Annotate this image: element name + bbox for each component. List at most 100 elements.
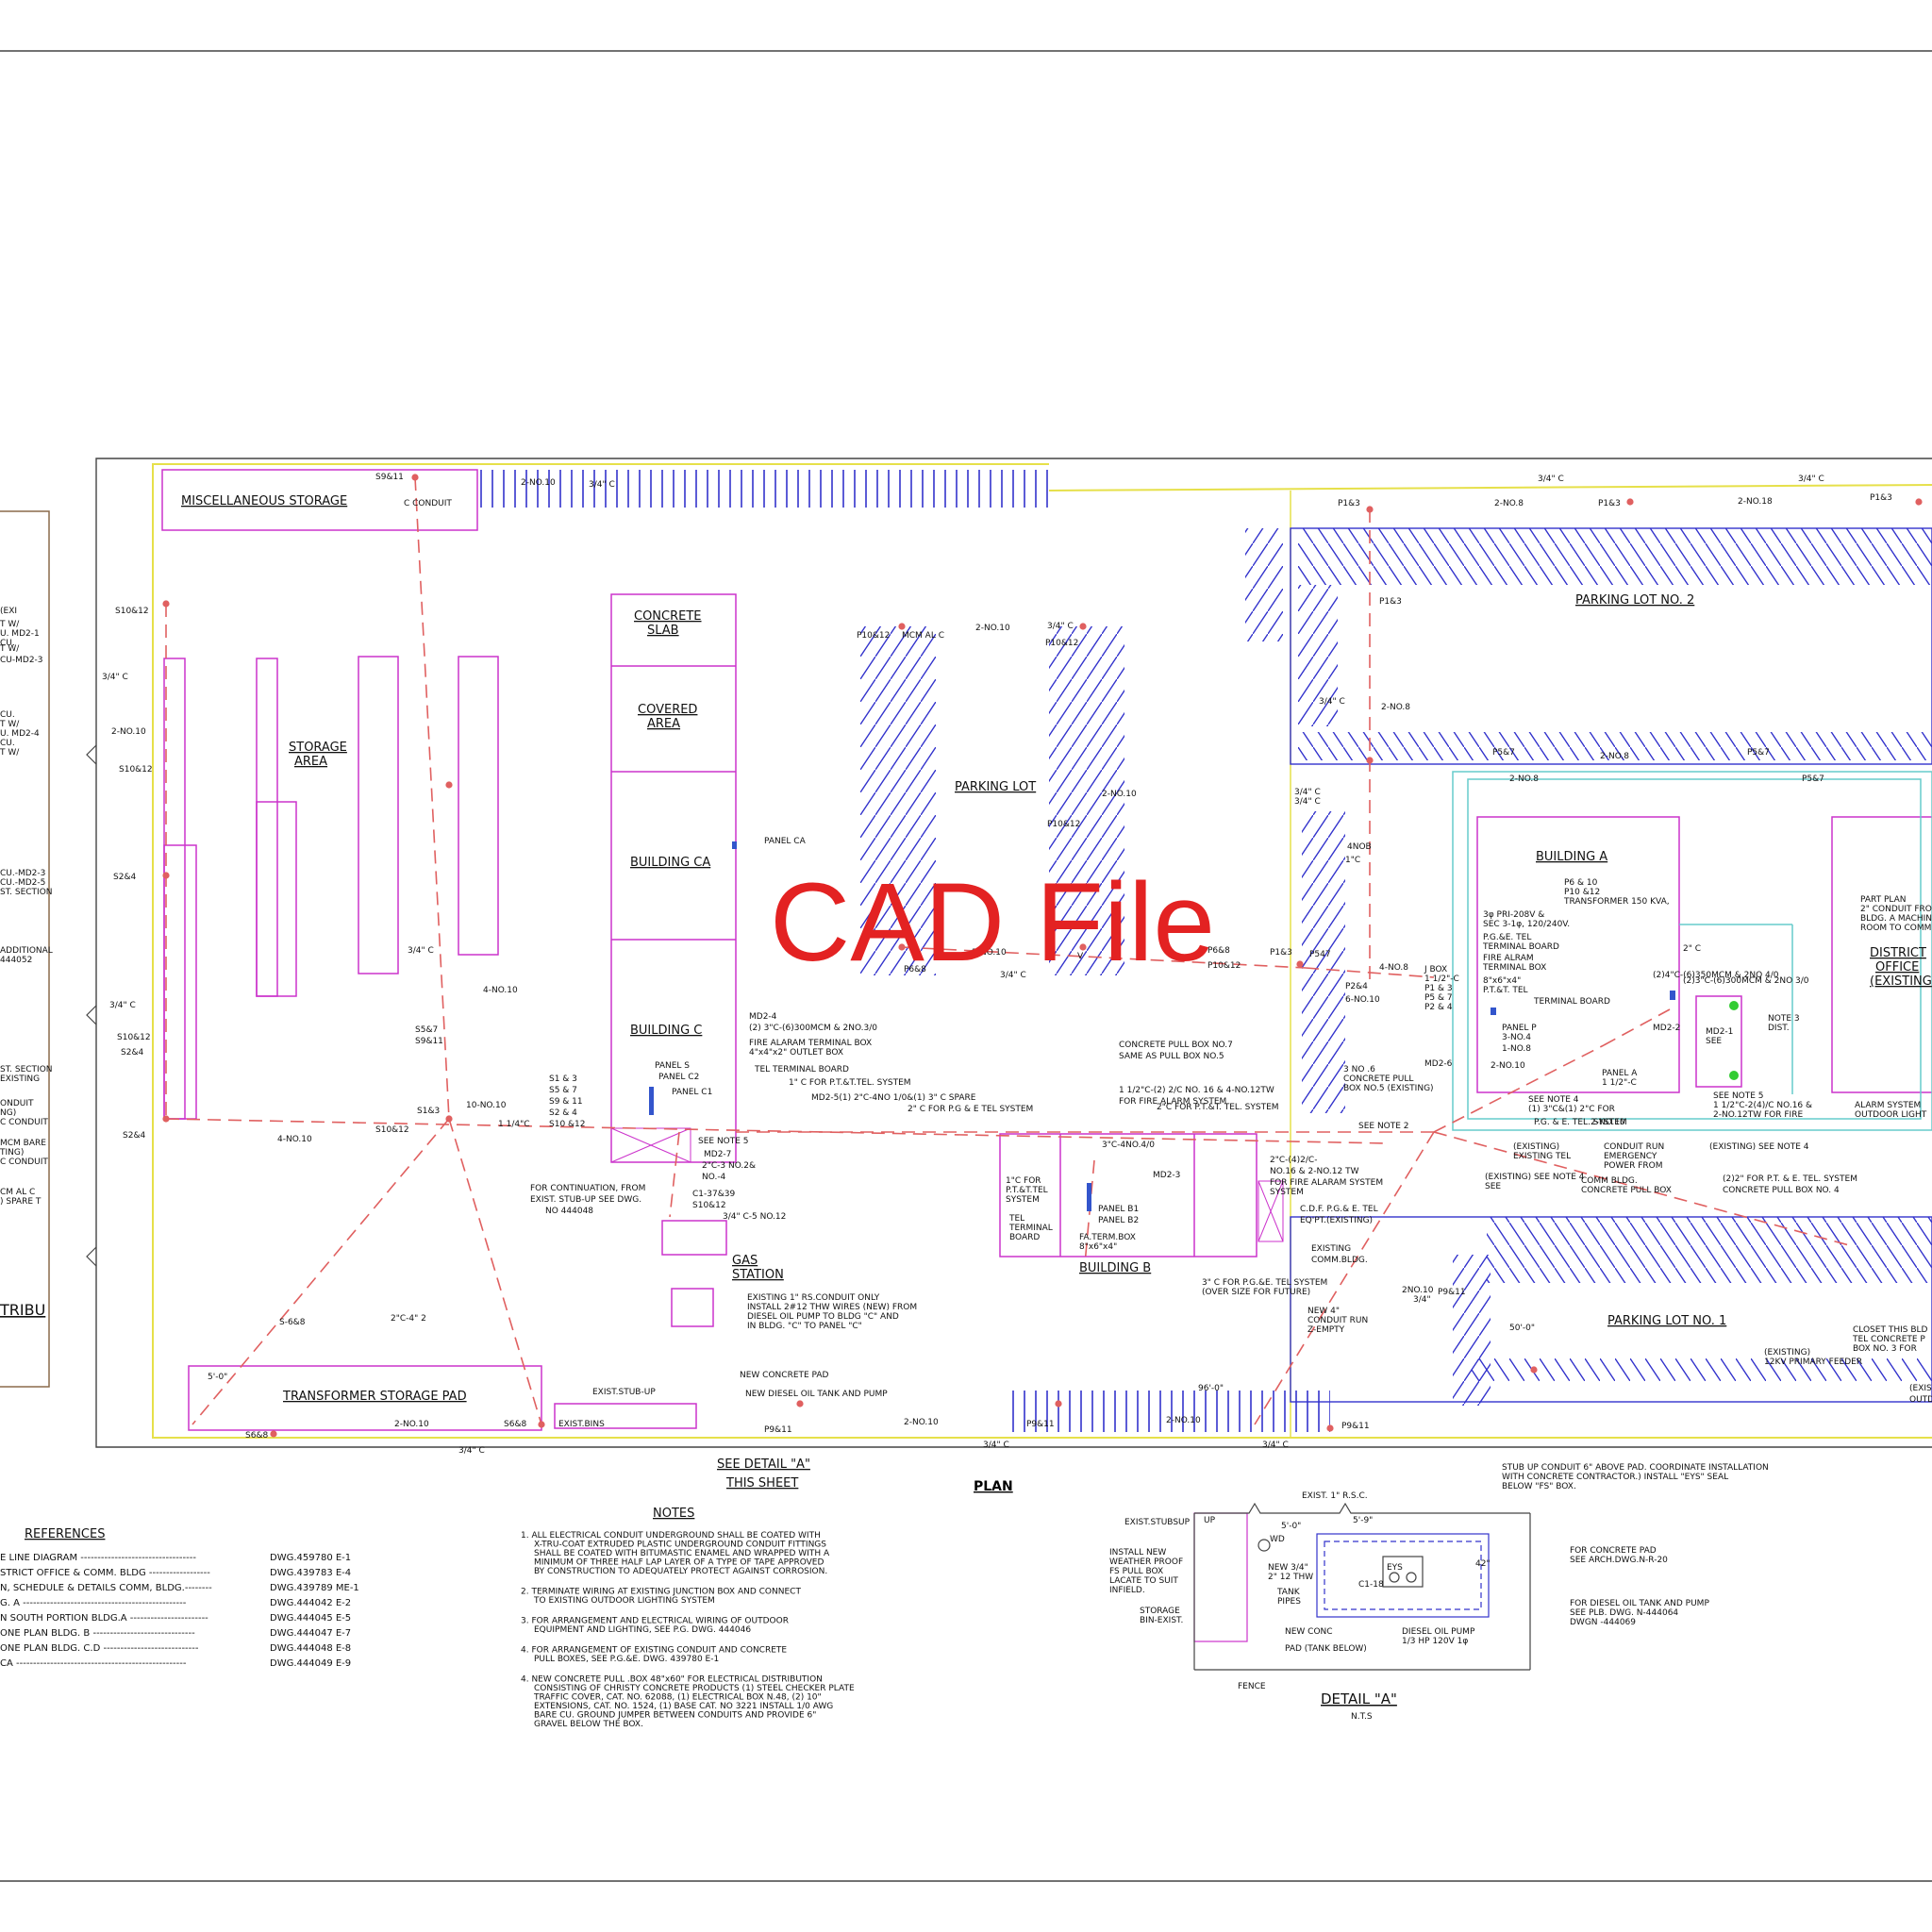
plan-label: 2"C-4" 2 [391,1314,426,1324]
detail-label: BIN-EXIST. [1140,1616,1183,1625]
parking-lot-1-label: PARKING LOT NO. 1 [1607,1314,1726,1328]
plan-label: PANEL CA [764,837,807,846]
plan-label: 2-NO.10 [521,478,556,488]
plan-label: 2-NO.8 [1494,499,1524,508]
plan-label: S6&8 [245,1431,268,1441]
plan-label: (2)3"C-(6)300MCM & 2NO 3/0 [1683,976,1809,986]
plan-label: V [0,0,7,3]
plan-label: EXISTING TEL [1513,1152,1571,1161]
plan-label: (2) 3"C-(6)300MCM & 2NO.3/0 [749,1024,877,1033]
plan-label: EQ'PT.(EXISTING) [1300,1216,1373,1225]
see-detail-label-1: SEE DETAIL "A" [717,1457,810,1472]
detail-label: WEATHER PROOF [1109,1557,1183,1567]
detail-label: FS PULL BOX [1109,1567,1163,1576]
plan-label: SEE [1706,1037,1722,1046]
storage-area-label-1: STORAGE [289,741,347,755]
plan-label: 96'-0" [1198,1384,1224,1393]
plan-label: 3/4" C [1000,971,1026,980]
reference-description: CA -------------------------------------… [0,1658,187,1669]
plan-label: PANEL B1 [1098,1205,1139,1214]
plan-label: J BOX [1424,965,1447,974]
plan-label: 3/4" C [1798,475,1824,484]
plan-label: TERMINAL BOARD [1482,942,1559,952]
plan-label: S1 & 3 [549,1074,577,1084]
plan-label: 1 1/2"-C [1424,974,1459,984]
detail-a-title: DETAIL "A" [1321,1690,1397,1707]
plan-label: P5&7 [1747,748,1770,758]
plan-label: S10&12 [115,607,149,616]
plan-label: S2&4 [123,1131,145,1141]
parking-lot-2-label: PARKING LOT NO. 2 [1575,593,1694,608]
plan-label: 2-NO.10 [1102,790,1137,799]
plan-label: SYSTEM [1006,1195,1040,1205]
plan-label: MCM BARE [0,1139,46,1148]
plan-label: 1 1/4"C [498,1120,530,1129]
detail-label: BELOW "FS" BOX. [1502,1482,1576,1491]
cad-file-watermark: CAD File [770,860,1215,985]
plan-label: 444052 [0,956,32,965]
plan-label: (1) 3"C&(1) 2"C FOR [1528,1105,1615,1114]
plan-label: S2&4 [113,873,136,882]
plan-label: TEL CONCRETE P [1852,1335,1925,1344]
plan-label: PANEL P [1502,1024,1537,1033]
reference-drawing-number: DWG.439789 ME-1 [270,1583,359,1593]
plan-label: SEE NOTE 4 [1528,1095,1579,1105]
plan-label: S2 & 4 [549,1108,577,1118]
parking-lot-label: PARKING LOT [955,780,1036,794]
plan-label: 2-NO.10 [1591,1118,1625,1127]
plan-label: 3"C-4NO.4/0 [1102,1141,1155,1150]
detail-label: 1/3 HP 120V 1φ [1402,1637,1468,1646]
notes-title: NOTES [653,1507,694,1521]
references-list: E LINE DIAGRAM -------------------------… [0,1553,359,1669]
plan-label: 4-NO.10 [277,1135,312,1144]
plan-label: BOARD [1009,1233,1040,1242]
plan-label: S10&12 [692,1201,726,1210]
plan-label: P9&11 [1026,1420,1055,1429]
distribution-fragment: TRIBU [0,1301,45,1319]
yellow-boundary-top-right [1048,484,1932,491]
plan-label: C CONDUIT [404,499,452,508]
plan-label: 3-NO.4 [1502,1033,1531,1042]
plan-label: NOTE 3 [1768,1014,1800,1024]
plan-label: INSTALL 2#12 THW WIRES (NEW) FROM [747,1303,917,1312]
detail-label: FOR CONCRETE PAD [1570,1546,1657,1556]
district-office-label-1: DISTRICT [1870,946,1926,960]
plan-label: CM AL C [0,1188,35,1197]
plan-label: TERMINAL BOX [1482,963,1546,973]
plan-label: OUTD [1909,1395,1932,1405]
plan-label: FIRE ALARAM TERMINAL BOX [749,1039,872,1048]
plan-label: SEE [1485,1182,1501,1191]
plan-label: 3" C FOR P.G.&E. TEL SYSTEM [1202,1278,1327,1288]
plan-label: (EXISTING) SEE NOTE 4 [1485,1173,1585,1182]
plan-label: (EXISTING) SEE NOTE 4 [1709,1142,1809,1152]
plan-label: S10&12 [375,1125,409,1135]
dist-panel-symbols [1729,1001,1739,1080]
note-line: CONSISTING OF CHRISTY CONCRETE PRODUCTS … [534,1684,855,1693]
plan-label: POWER FROM [1604,1161,1663,1171]
note-line: X-TRU-COAT EXTRUDED PLASTIC UNDERGROUND … [534,1541,826,1550]
plan-label: 2-NO.8 [1381,703,1410,712]
plan-label: PANEL B2 [1098,1216,1139,1225]
note-line: BY CONSTRUCTION TO ADEQUATELY PROTECT AG… [534,1567,827,1576]
plan-label: FOR CONTINUATION, FROM [530,1184,645,1193]
plan-label: P6&8 [904,965,926,974]
reference-description: N, SCHEDULE & DETAILS COMM, BLDG.-------… [0,1583,212,1593]
plan-label: P6&8 [1208,946,1230,956]
plan-label: 1" C FOR P.T.&T.TEL. SYSTEM [789,1078,911,1088]
breakline-left [86,744,97,1267]
plan-label: MD2-5(1) 2"C-4NO 1/0&(1) 3" C SPARE [811,1093,976,1103]
note-line: 2. TERMINATE WIRING AT EXISTING JUNCTION… [521,1588,801,1597]
plan-label: 3 NO .6 [1343,1065,1375,1074]
detail-label: FOR DIESEL OIL TANK AND PUMP [1570,1599,1709,1608]
plan-label: C1-37&39 [692,1190,735,1199]
plan-label: 3/4" C [1262,1441,1289,1450]
plan-label: 3φ PRI-208V & [1483,910,1544,920]
plan-label: S5 & 7 [549,1086,577,1095]
parking-hatching [477,470,1932,1432]
plan-label: P6 & 10 [1564,878,1598,888]
plan-label: SEE NOTE 5 [698,1137,749,1146]
detail-label: 5'-0" [1281,1522,1301,1531]
plan-label: T W/ [0,644,20,654]
plan-label: C CONDUIT [0,1118,48,1127]
